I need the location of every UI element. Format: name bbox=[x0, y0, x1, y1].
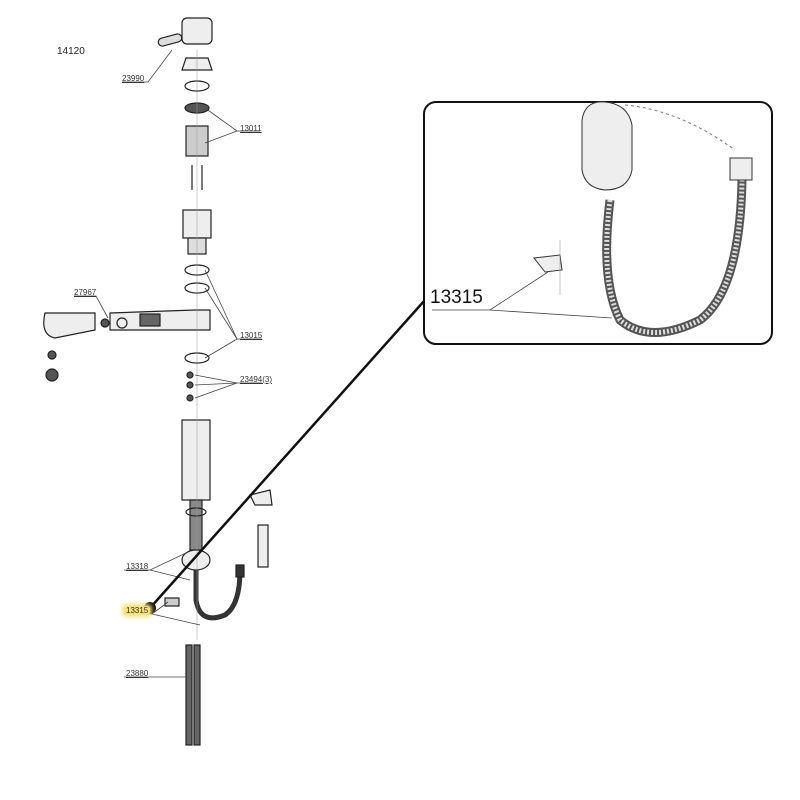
part-label-13015[interactable]: 13015 bbox=[240, 331, 263, 340]
part-label-23494[interactable]: 23494(3) bbox=[240, 375, 273, 384]
part-label-13318[interactable]: 13318 bbox=[126, 562, 149, 571]
assembly-number: 14120 bbox=[57, 46, 85, 57]
hose-part bbox=[193, 569, 243, 621]
part-label-23990[interactable]: 23990 bbox=[122, 74, 145, 83]
part-label-13011[interactable]: 13011 bbox=[240, 124, 262, 133]
callout-pointer bbox=[149, 299, 426, 609]
handle-part bbox=[157, 17, 213, 47]
body-part bbox=[181, 419, 211, 501]
spray-head-part bbox=[43, 312, 96, 339]
part-label-27967[interactable]: 27967 bbox=[74, 288, 97, 297]
supply-hose-part bbox=[185, 644, 193, 746]
part-label-13315-highlighted[interactable]: 13315 bbox=[124, 606, 151, 615]
callout-box bbox=[423, 101, 773, 345]
part-label-23880[interactable]: 23880 bbox=[126, 669, 149, 678]
callout-part-label: 13315 bbox=[430, 287, 483, 308]
